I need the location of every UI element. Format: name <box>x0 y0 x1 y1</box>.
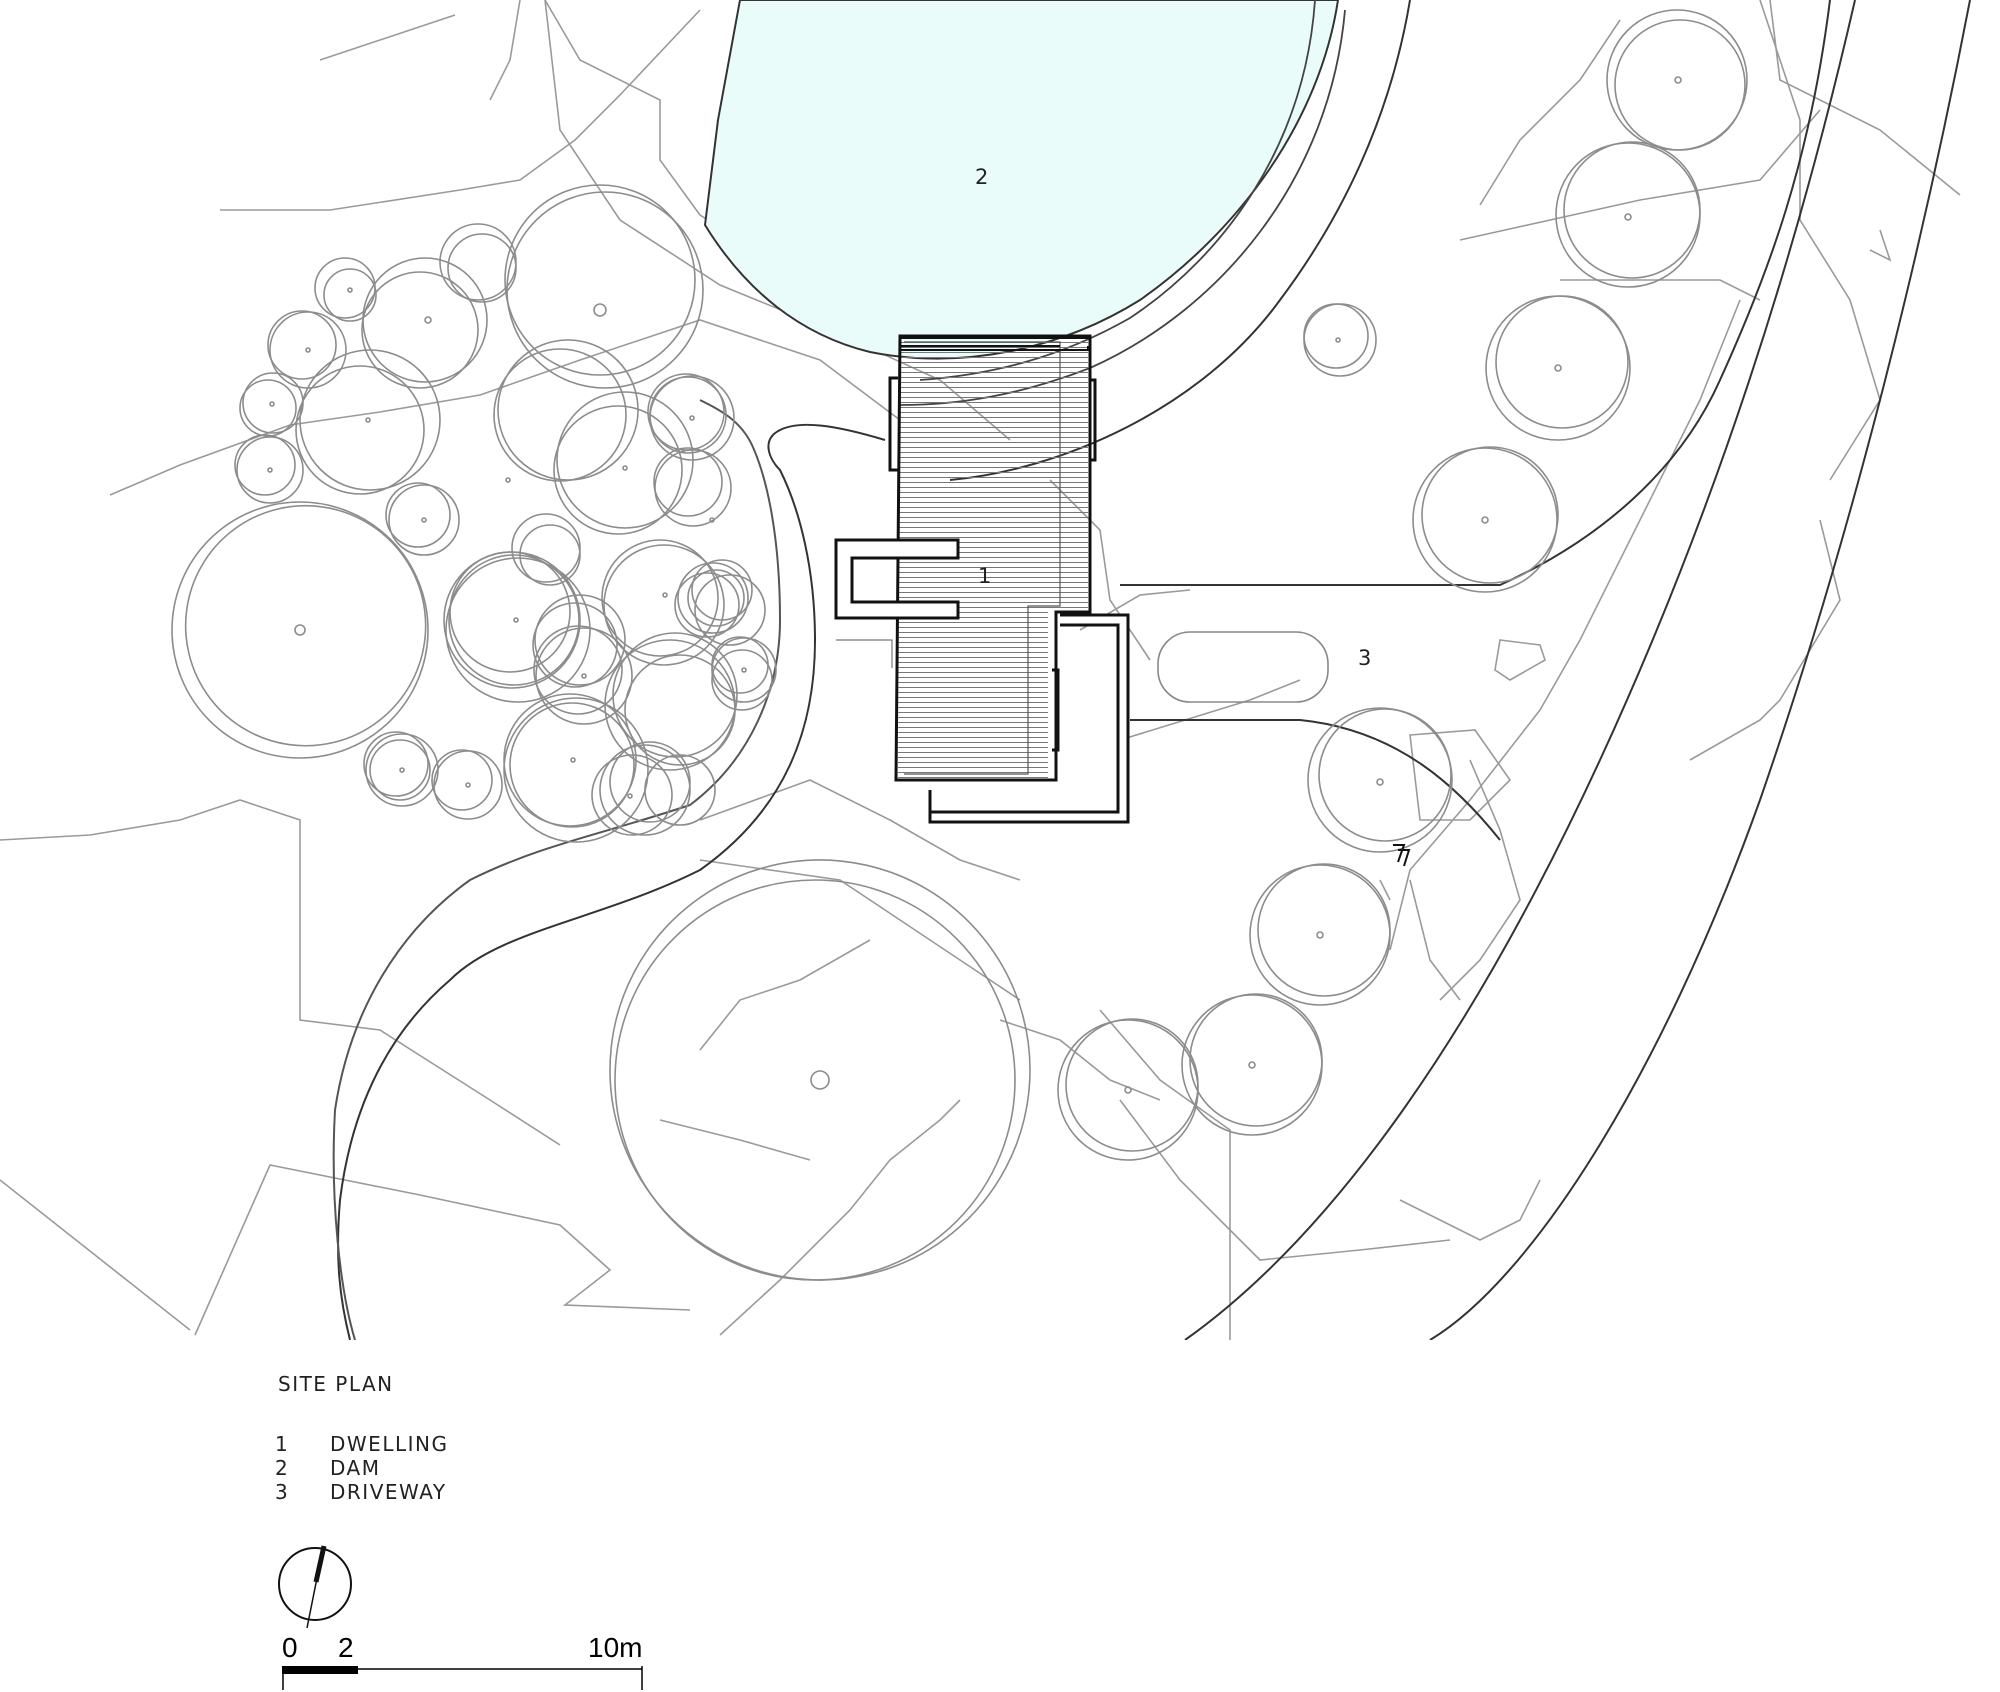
scale-start-label: 0 <box>282 1632 298 1663</box>
legend-label-driveway: DRIVEWAY <box>330 1480 447 1504</box>
site-plan-title: SITE PLAN <box>278 1372 394 1396</box>
car-outline <box>1157 631 1329 703</box>
site-plan-drawing: 2 1 3 <box>0 0 1971 1340</box>
driveway-label: 3 <box>1358 646 1371 670</box>
tree-row-east <box>1057 9 1748 1161</box>
dam-water <box>703 0 1340 360</box>
access-road <box>332 0 1971 1340</box>
legend-number-3: 3 <box>275 1480 290 1504</box>
scale-end-label: 10m <box>588 1632 643 1663</box>
tree-small-marks <box>267 287 747 799</box>
legend-number-1: 1 <box>275 1432 290 1456</box>
legend-label-dwelling: DWELLING <box>330 1432 449 1456</box>
survey-mark <box>1393 844 1411 867</box>
legend-number-2: 2 <box>275 1456 290 1480</box>
tree-large-south <box>609 859 1031 1281</box>
north-arrow-icon <box>278 1545 352 1629</box>
legend-label-dam: DAM <box>330 1456 381 1480</box>
dwelling-building <box>834 334 1130 824</box>
tree-cluster-west <box>171 184 777 843</box>
dwelling-label: 1 <box>978 564 991 588</box>
scale-bar-graphic <box>282 1666 643 1690</box>
trees <box>171 9 1748 1281</box>
scale-mid-label: 2 <box>338 1632 354 1663</box>
dam-label: 2 <box>975 165 988 189</box>
